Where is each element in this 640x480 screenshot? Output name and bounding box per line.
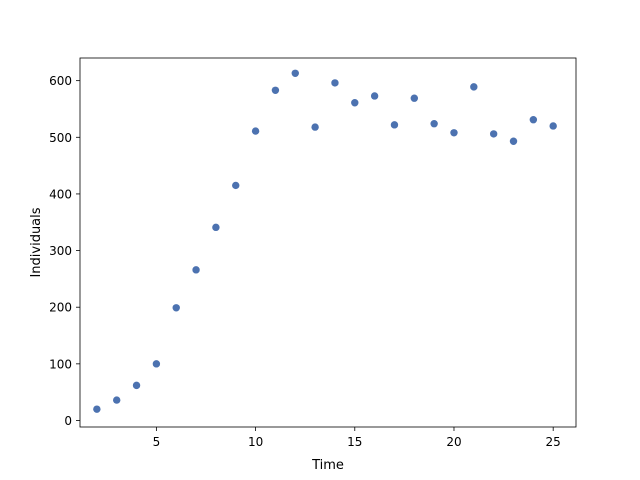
plot-area [79, 57, 577, 428]
y-axis-ticks: 0 100 200 300 400 500 600 [49, 74, 80, 428]
x-tick-label: 15 [347, 435, 362, 449]
data-point [470, 83, 478, 91]
data-point [311, 123, 319, 131]
y-tick-label: 400 [49, 187, 72, 201]
y-tick-label: 300 [49, 244, 72, 258]
data-point [132, 381, 141, 390]
data-point [212, 223, 220, 232]
x-tick-label: 25 [546, 435, 561, 449]
data-point [549, 122, 557, 130]
data-point [529, 116, 538, 124]
x-tick-label: 20 [446, 435, 461, 449]
x-axis-ticks: 5 10 15 20 25 [153, 427, 561, 449]
data-point [390, 121, 399, 129]
data-point [232, 181, 240, 190]
data-point [509, 137, 518, 145]
data-point [192, 266, 200, 274]
data-point [450, 129, 458, 137]
x-tick-label: 5 [153, 435, 161, 449]
data-point [113, 396, 121, 404]
y-tick-label: 200 [49, 301, 72, 315]
data-point [410, 94, 419, 102]
data-point [93, 405, 101, 413]
data-point [251, 127, 260, 135]
y-tick-label: 600 [49, 74, 72, 88]
data-point [351, 99, 359, 107]
data-point [331, 79, 339, 87]
y-tick-label: 0 [64, 414, 72, 428]
y-axis-label: Individuals [29, 207, 44, 277]
y-tick-label: 500 [49, 131, 72, 145]
data-point [370, 92, 379, 100]
x-axis-label: Time [311, 458, 344, 473]
data-point [152, 360, 161, 368]
data-points [93, 69, 557, 413]
x-tick-label: 10 [248, 435, 263, 449]
data-point [430, 120, 438, 128]
data-point [291, 69, 299, 77]
data-point [271, 86, 280, 94]
data-point [172, 304, 180, 312]
data-point [489, 130, 498, 138]
y-tick-label: 100 [49, 357, 72, 371]
